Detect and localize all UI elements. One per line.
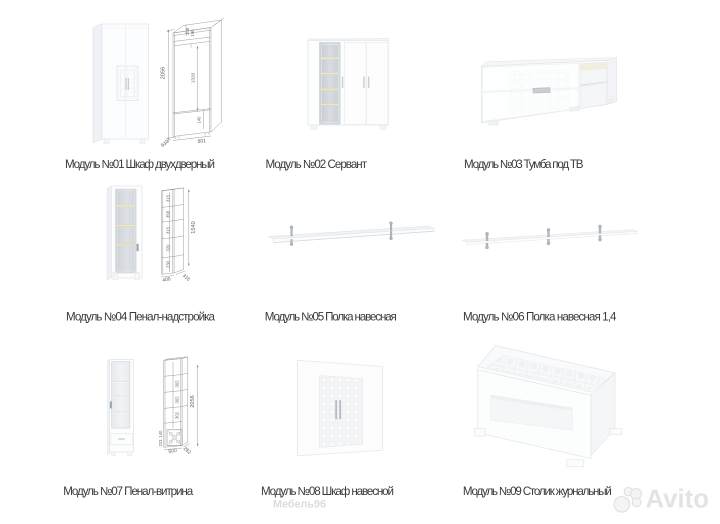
svg-text:510: 510 — [160, 139, 170, 149]
svg-text:801: 801 — [197, 138, 206, 145]
svg-text:Модуль №01 Шкаф двухдверный: Модуль №01 Шкаф двухдверный — [65, 158, 215, 171]
svg-text:358: 358 — [166, 210, 171, 218]
svg-text:2056: 2056 — [190, 395, 196, 407]
svg-text:208: 208 — [185, 27, 190, 35]
svg-text:302: 302 — [175, 396, 180, 404]
svg-text:Мебель96: Мебель96 — [273, 499, 326, 511]
svg-text:140: 140 — [197, 116, 202, 124]
svg-text:315: 315 — [166, 226, 171, 234]
svg-text:Модуль №04 Пенал-надстройка: Модуль №04 Пенал-надстройка — [66, 310, 216, 323]
svg-text:Модуль №02 Сервант: Модуль №02 Сервант — [266, 158, 368, 171]
svg-text:282: 282 — [182, 446, 192, 456]
svg-text:Модуль №07 Пенал-витрина: Модуль №07 Пенал-витрина — [63, 485, 194, 498]
svg-text:1320: 1320 — [190, 72, 195, 83]
svg-text:320: 320 — [166, 244, 171, 252]
svg-text:2056: 2056 — [161, 67, 167, 79]
svg-text:Модуль №06 Полка навесная 1,4: Модуль №06 Полка навесная 1,4 — [463, 310, 617, 323]
svg-text:Модуль №03 Тумба под ТВ: Модуль №03 Тумба под ТВ — [464, 158, 584, 171]
svg-text:140: 140 — [158, 430, 163, 438]
svg-text:302: 302 — [175, 411, 180, 419]
svg-text:Модуль №09 Столик журнальный: Модуль №09 Столик журнальный — [463, 485, 612, 498]
svg-text:315: 315 — [166, 194, 171, 202]
svg-text:500: 500 — [168, 448, 177, 455]
svg-text:230: 230 — [166, 260, 171, 268]
svg-text:Модуль №08 Шкаф навесной: Модуль №08 Шкаф навесной — [261, 485, 394, 498]
svg-text:302: 302 — [175, 380, 180, 388]
svg-text:Avito: Avito — [646, 486, 710, 514]
svg-text:400: 400 — [162, 276, 172, 284]
svg-text:1540: 1540 — [191, 221, 197, 233]
svg-text:Модуль №05 Полка навесная: Модуль №05 Полка навесная — [265, 310, 397, 323]
svg-text:223: 223 — [158, 439, 163, 447]
svg-text:316: 316 — [181, 273, 191, 283]
svg-text:190: 190 — [190, 29, 195, 37]
